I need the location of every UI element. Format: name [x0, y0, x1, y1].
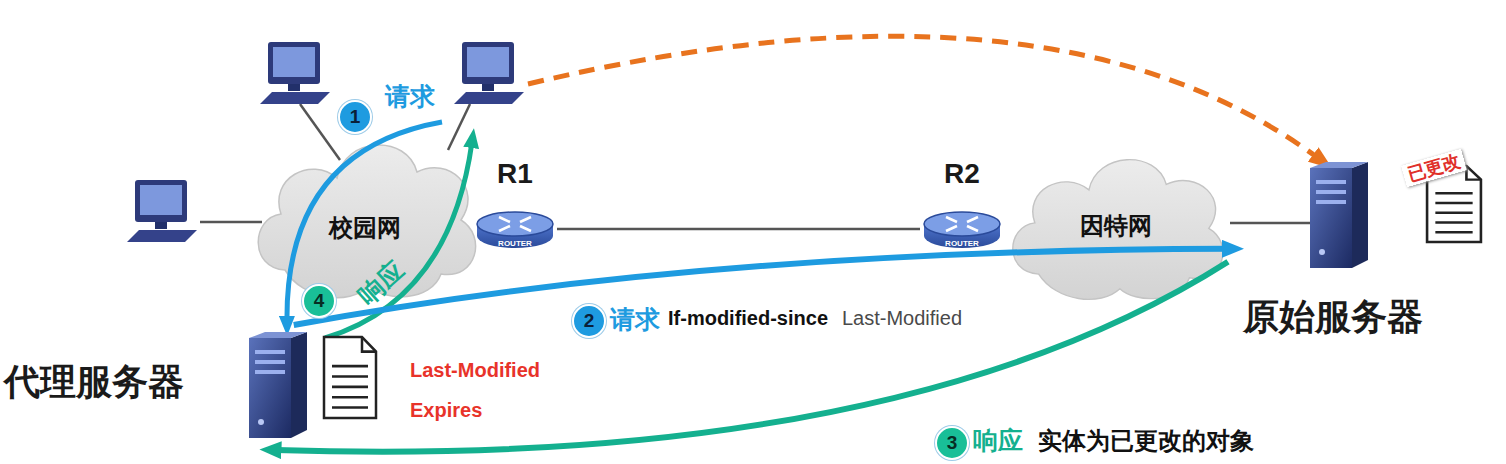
- network-name: 校园网: [329, 212, 401, 244]
- callout-number-box: 2: [572, 304, 606, 338]
- cloud-network: 因特网: [1000, 135, 1232, 307]
- callout-number-box: 1: [338, 100, 372, 134]
- response-note: 实体为已更改的对象: [1038, 427, 1254, 454]
- step-label: 响应: [353, 255, 409, 309]
- header-value: Last-Modified: [842, 307, 962, 329]
- router-mark: ROUTER: [475, 239, 555, 248]
- pc-icon: [454, 42, 524, 104]
- header-name: If-modified-since: [668, 307, 828, 329]
- router: R1ROUTER: [473, 158, 557, 254]
- server: [247, 330, 309, 440]
- router-name: R1: [497, 158, 533, 190]
- server-label-box: 代理服务器: [4, 361, 184, 403]
- callout-number: 2: [572, 304, 606, 338]
- field-box: Expires: [410, 399, 482, 422]
- field-box: Last-Modified: [410, 359, 540, 382]
- edge-label-box: 响应: [973, 424, 1023, 457]
- response-note-box: 实体为已更改的对象: [1038, 425, 1254, 457]
- step-label-box: 请求: [385, 80, 435, 113]
- step-label-box: 响应: [351, 254, 410, 312]
- request-arrow: [287, 122, 442, 322]
- router-icon: ROUTER: [922, 204, 1002, 254]
- callout-number-box: 3: [935, 426, 969, 460]
- header-field: Expires: [410, 399, 482, 421]
- server-name: 代理服务器: [4, 361, 184, 402]
- callout-number-box: 4: [302, 284, 336, 318]
- callout-number: 4: [302, 284, 336, 318]
- pc-icon: [260, 42, 330, 104]
- router-icon: ROUTER: [475, 204, 555, 254]
- server-name: 原始服务器: [1243, 296, 1423, 337]
- router-name: R2: [944, 158, 980, 190]
- edge-label-box: 请求: [610, 303, 660, 336]
- server-shape: [1308, 160, 1370, 270]
- server-label-box: 原始服务器: [1228, 296, 1438, 338]
- header-value-box: Last-Modified: [842, 307, 962, 330]
- cached-document: Last-ModifiedExpires: [322, 335, 572, 430]
- server: 原始服务器: [1228, 160, 1438, 345]
- callout-number: 1: [338, 100, 372, 134]
- document: [322, 335, 378, 420]
- router-mark: ROUTER: [922, 239, 1002, 248]
- document: 已更改: [1403, 150, 1495, 246]
- direct-request-arrow: [528, 36, 1318, 158]
- step-label: 请求: [385, 82, 435, 110]
- server: [1308, 160, 1370, 270]
- server: 代理服务器: [4, 325, 309, 450]
- edge-label: 响应: [973, 426, 1023, 454]
- network-name: 因特网: [1080, 210, 1152, 242]
- router: R2ROUTER: [920, 158, 1004, 254]
- header-name-box: If-modified-since: [668, 307, 828, 330]
- connector: [557, 228, 920, 231]
- connector: [275, 262, 1228, 452]
- pc-icon: [127, 180, 197, 242]
- header-field: Last-Modified: [410, 359, 540, 381]
- server-shape: [247, 330, 309, 440]
- edge-label: 请求: [610, 305, 660, 333]
- callout-number: 3: [935, 426, 969, 460]
- document-shape: [322, 335, 378, 420]
